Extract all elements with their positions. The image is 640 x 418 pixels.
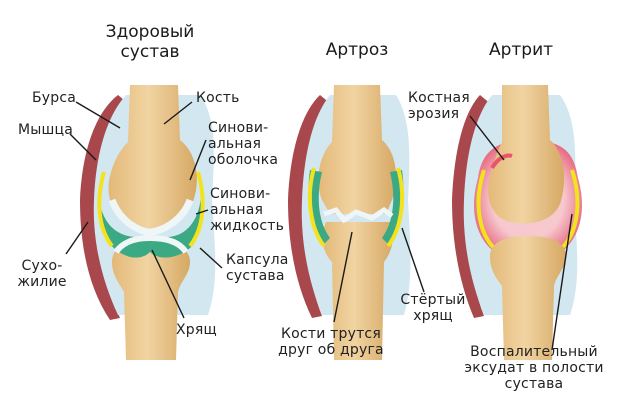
leader-bones-rub <box>333 231 353 323</box>
cartilage-healthy-upper <box>108 198 194 236</box>
label-bursa: Бурса <box>32 90 77 106</box>
upper-bone-arthrosis <box>318 85 397 214</box>
label-cartilage: Хрящ <box>176 322 217 338</box>
title-arthrosis: Артроз <box>325 40 389 60</box>
leader-tendon <box>65 221 89 255</box>
synovial-fluid-arthrosis <box>308 170 404 244</box>
membrane-healthy-left <box>97 171 114 248</box>
leader-worn-cartilage <box>401 227 425 293</box>
cartilage-healthy-lower <box>113 234 189 254</box>
leader-erosion <box>469 115 505 161</box>
label-synovial-membrane: Синови- альная оболочка <box>208 120 279 168</box>
leader-muscle <box>69 133 97 161</box>
leader-exudate <box>551 213 573 351</box>
healthy-joint <box>80 85 216 360</box>
label-bone-erosion: Костная эрозия <box>408 90 470 122</box>
leader-bone <box>163 101 193 125</box>
upper-bone-arthritis <box>488 85 565 224</box>
synovial-fluid-healthy <box>98 180 204 258</box>
leader-fluid <box>195 209 209 215</box>
title-arthritis: Артрит <box>488 40 554 60</box>
label-exudate: Воспалительный эксудат в полости сустава <box>464 344 604 392</box>
membrane-healthy-right <box>188 171 205 248</box>
membrane-arthritis <box>476 169 580 250</box>
leader-membrane <box>189 139 207 181</box>
arthritis-joint <box>452 85 582 360</box>
worn-cartilage-arthrosis <box>323 206 394 224</box>
upper-bone-healthy <box>108 85 197 230</box>
lower-bone-arthritis <box>490 236 566 360</box>
muscle-healthy <box>80 95 130 320</box>
label-muscle: Мышца <box>18 122 74 138</box>
lower-bone-healthy <box>112 238 190 360</box>
label-worn-cartilage: Стёртый хрящ <box>400 292 466 324</box>
leader-bursa <box>75 101 121 129</box>
label-synovial-fluid: Синови- альная жидкость <box>210 186 285 234</box>
membrane-arthrosis-left <box>307 167 326 248</box>
arthrosis-joint <box>288 85 411 360</box>
title-healthy: Здоровый сустав <box>105 22 195 62</box>
leader-capsule <box>199 247 223 269</box>
muscle-arthrosis <box>288 95 332 318</box>
label-joint-capsule: Капсула сустава <box>226 252 289 284</box>
lower-bone-arthrosis <box>322 222 393 360</box>
label-bone: Кость <box>196 90 240 106</box>
muscle-arthritis <box>452 95 492 318</box>
label-tendon: Сухо- жилие <box>17 258 67 290</box>
leader-lines <box>65 101 573 351</box>
label-bones-rub: Кости трутся друг об друга <box>278 326 384 358</box>
membrane-arthrosis-right <box>386 167 405 248</box>
leader-cartilage <box>151 249 185 319</box>
